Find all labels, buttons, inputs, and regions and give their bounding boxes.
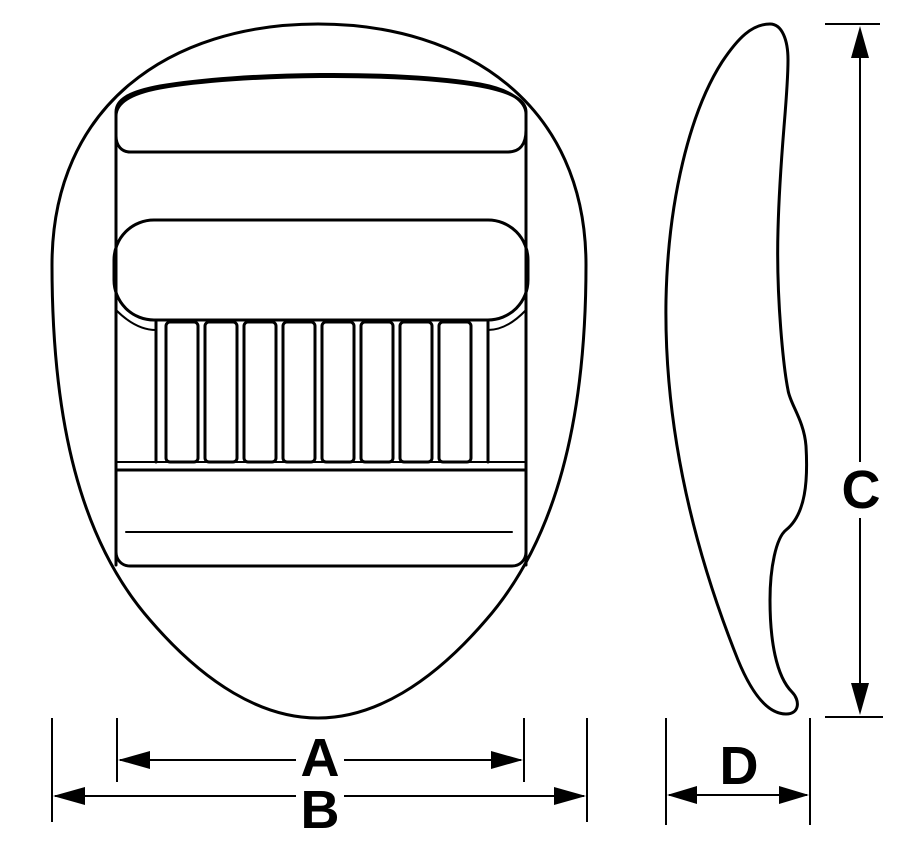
rib-tooth (437, 320, 473, 464)
dimension-d: D (665, 718, 811, 825)
dimension-label-c: C (842, 460, 881, 520)
rib-tooth (242, 320, 278, 464)
b-arrow-right (554, 787, 586, 805)
c-arrow-top (851, 26, 869, 58)
top-bar (114, 74, 528, 154)
buckle-inner-frame (114, 72, 528, 568)
buckle-front-view (50, 22, 588, 720)
a-arrow-left (118, 751, 150, 769)
rib-tooth (203, 320, 239, 464)
d-arrow-right (779, 786, 809, 804)
d-arrow-left (667, 786, 697, 804)
dimension-label-b: B (301, 780, 340, 840)
rib-tooth (320, 320, 356, 464)
slider-bar (112, 218, 530, 322)
side-profile-outline (664, 22, 809, 716)
rib-connector (487, 309, 527, 331)
buckle-outer-outline (50, 22, 588, 720)
buckle-side-view (664, 22, 809, 716)
dimension-a: A (116, 718, 525, 788)
rib-connector (115, 309, 157, 331)
teeth-group (115, 309, 527, 464)
dimension-label-d: D (720, 736, 759, 796)
dimension-label-a: A (301, 728, 340, 788)
dimension-c: C (825, 23, 884, 718)
rib-tooth (281, 320, 317, 464)
rib-tooth (164, 320, 200, 464)
c-arrow-bottom (851, 683, 869, 715)
rib-tooth (359, 320, 395, 464)
b-arrow-left (53, 787, 85, 805)
dimension-b: B (51, 718, 588, 840)
a-arrow-right (491, 751, 523, 769)
rib-tooth (398, 320, 434, 464)
